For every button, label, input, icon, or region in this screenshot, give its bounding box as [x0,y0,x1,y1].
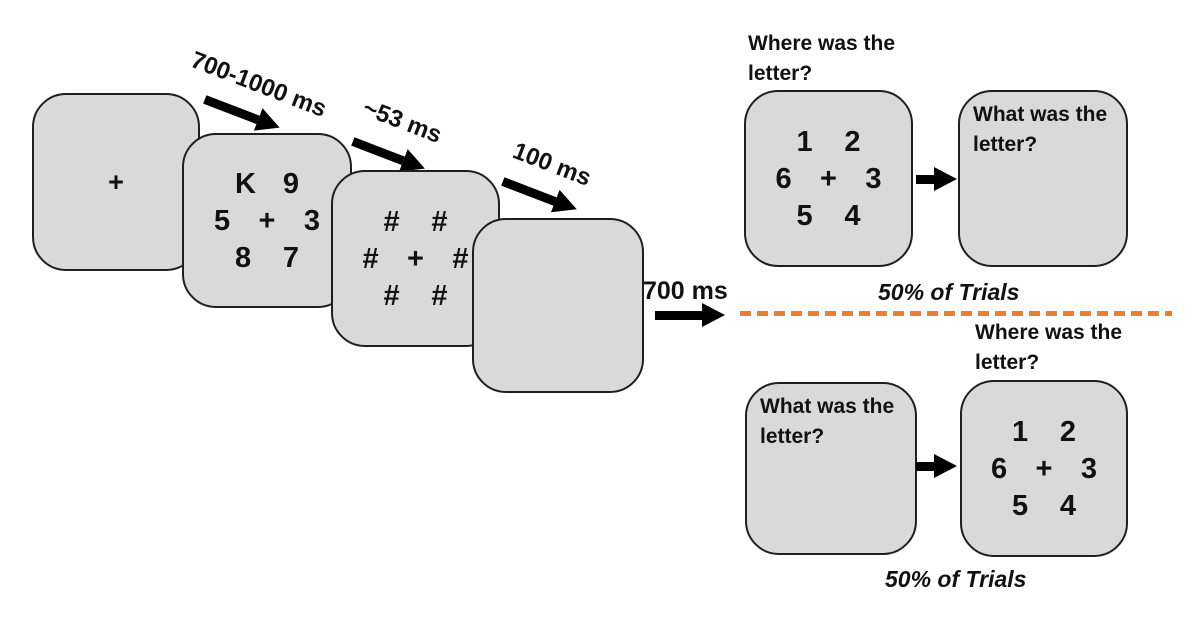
stimulus-digit: 8 [235,241,252,274]
location-grid-bottom: 1 2 6 + 3 5 4 [962,382,1126,555]
location-row-middle: 6 + 3 [991,452,1097,486]
location-fixation-cross: + [1035,452,1053,485]
mask-grid: # # # + # # # [333,172,498,345]
location-digit: 3 [1080,452,1097,485]
mask-symbol: # [383,205,400,238]
mask-symbol: # [362,242,379,275]
location-digit: 1 [1012,415,1029,448]
arrow-head [934,454,957,478]
location-fixation-cross: + [820,162,837,195]
letter-question-card-bottom: What was the letter? [745,382,917,555]
mask-symbol: # [431,279,448,312]
location-digit: 2 [1059,415,1076,448]
location-digit: 2 [844,125,861,158]
arrow-shaft [916,174,934,184]
stimulus-letter: K [235,167,256,200]
mask-card: # # # + # # # [331,170,500,347]
location-digit: 5 [796,199,813,232]
mask-row-top: # # [384,205,448,239]
arrow-shaft [916,461,934,471]
trials-label-bottom: 50% of Trials [885,566,1027,592]
stimulus-row-top: K 9 [235,167,299,201]
mask-symbol: # [431,205,448,238]
fixation-card: + [32,93,200,271]
location-digit: 4 [844,199,861,232]
arrow-head [550,189,582,221]
location-grid-top: 1 2 6 + 3 5 4 [746,92,911,265]
arrow-head [934,167,957,191]
letter-question-text: What was the letter? [760,395,895,448]
location-row-middle: 6 + 3 [776,162,882,196]
location-probe-card-top: 1 2 6 + 3 5 4 [744,90,913,267]
blank-card [472,218,644,393]
arrow-icon [916,454,957,478]
stimulus-row-bottom: 8 7 [235,241,299,275]
stimulus-digit: 9 [282,167,299,200]
arrow-shaft [203,94,260,124]
stimulus-digit: 7 [282,241,299,274]
stimulus-digit: 3 [303,204,320,237]
mask-symbol: # [383,279,400,312]
location-probe-card-bottom: 1 2 6 + 3 5 4 [960,380,1128,557]
stimulus-row-middle: 5 + 3 [214,204,320,238]
location-digit: 1 [796,125,813,158]
location-digit: 6 [991,452,1008,485]
location-row-top: 1 2 [1012,415,1076,449]
location-digit: 3 [865,162,882,195]
location-row-top: 1 2 [797,125,861,159]
location-row-bottom: 5 4 [1012,489,1076,523]
mask-fixation-cross: + [407,242,424,275]
bottom-branch-heading: Where was the letter? [975,321,1123,374]
mask-row-middle: # + # [363,242,469,276]
arrow-icon [655,303,725,327]
top-branch-heading: Where was the letter? [748,32,896,85]
location-digit: 6 [775,162,792,195]
arrow-shaft [351,136,406,165]
trials-label-top: 50% of Trials [878,279,1020,305]
fixation-cross: + [108,166,124,197]
arrow-shaft [655,310,702,320]
mask-row-bottom: # # [384,279,448,313]
letter-question-card-top: What was the letter? [958,90,1128,267]
stimulus-fixation-cross: + [258,204,276,237]
arrow-head [702,303,725,327]
trials-divider-dashed-line [740,311,1172,316]
location-digit: 5 [1012,489,1029,522]
stimulus-card: K 9 5 + 3 8 7 [182,133,352,308]
timing-label-blank: 700 ms [643,277,728,305]
location-digit: 4 [1059,489,1076,522]
mask-symbol: # [452,242,469,275]
arrow-shaft [501,176,557,206]
stimulus-grid: K 9 5 + 3 8 7 [184,135,350,306]
letter-question-text: What was the letter? [973,103,1108,156]
location-row-bottom: 5 4 [797,199,861,233]
stimulus-digit: 5 [214,204,231,237]
arrow-icon [916,167,957,191]
